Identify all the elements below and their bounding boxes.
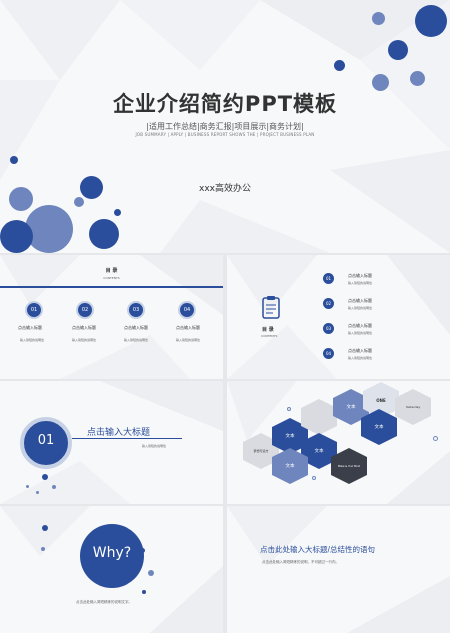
section-title[interactable]: 点击输入大标题 — [87, 428, 151, 438]
decor-circle — [372, 74, 389, 91]
hex-label: 文本 — [346, 405, 356, 410]
image-caption: Make & Your Mind — [337, 464, 361, 468]
why-circle — [80, 524, 144, 588]
toc-item-label[interactable]: 点击输入标题 — [176, 325, 200, 330]
toc-item-label[interactable]: 点击输入标题 — [18, 325, 42, 330]
why-text: Why? — [92, 545, 132, 561]
cover-slide[interactable]: 企业介绍简约PPT模板 |适用工作总结|商务汇报|项目展示|商务计划| JOB … — [0, 0, 450, 253]
cover-author: xxx高效办公 — [199, 184, 251, 194]
toc-title: 目 录 — [262, 327, 274, 333]
toc-item-desc: 输入简短的说明性 — [348, 306, 373, 310]
image-hex — [301, 399, 337, 435]
hexagon-slide[interactable]: 梦想与远方 文本 文本 ONE Yesterday 文本 文本 文本 Make … — [227, 381, 450, 504]
toc-item-number[interactable]: 04 — [323, 348, 334, 359]
summary-title[interactable]: 点击此处输入大标题/总结性的语句 — [260, 545, 376, 554]
section-underline — [72, 438, 182, 439]
background-polygons — [227, 381, 450, 504]
decor-circle — [26, 485, 29, 488]
text-hex[interactable]: 文本 — [361, 409, 397, 445]
toc-item-desc: 输入简短的说明性 — [348, 331, 373, 335]
background-polygons — [0, 506, 223, 633]
decor-circle — [20, 417, 72, 469]
toc-item-label[interactable]: 点击输入标题 — [348, 348, 372, 353]
image-hex: Make & Your Mind — [331, 448, 367, 484]
decor-circle — [42, 525, 48, 531]
decor-circle — [142, 590, 146, 594]
decor-circle — [89, 219, 119, 249]
background-polygons — [0, 255, 223, 379]
toc-slide[interactable]: 目 录 CONTENTS 01 02 03 04 点击输入标题 点击输入标题 点… — [0, 255, 223, 379]
why-slide[interactable]: Why? 点击此处输入简短精炼的说明文字。 — [0, 506, 223, 633]
decor-circle — [287, 407, 291, 411]
background-polygons — [227, 506, 450, 633]
decor-circle — [0, 220, 33, 253]
decor-circle — [10, 156, 18, 164]
image-hex: Yesterday — [395, 389, 431, 425]
decor-circle — [388, 40, 408, 60]
cover-subtitle: |适用工作总结|商务汇报|项目展示|商务计划| — [146, 122, 304, 131]
why-caption: 点击此处输入简短精炼的说明文字。 — [76, 600, 132, 604]
text-hex[interactable]: 文本 — [272, 448, 308, 484]
decor-circle — [25, 205, 73, 253]
toc-item-desc: 输入简短的说明性 — [348, 356, 373, 360]
hex-label: 文本 — [285, 464, 295, 469]
hex-label: 文本 — [285, 434, 295, 439]
image-caption: 梦想与远方 — [253, 449, 269, 453]
toc-title: 目 录 — [105, 268, 118, 274]
toc-item-desc: 输入简短的说明性 — [348, 281, 373, 285]
decor-circle — [9, 187, 33, 211]
decor-circle — [312, 476, 316, 480]
decor-circle — [410, 71, 425, 86]
decor-circle — [415, 5, 447, 37]
toc-title-en: CONTENTS — [103, 276, 120, 280]
toc-item-label[interactable]: 点击输入标题 — [348, 323, 372, 328]
toc-item-number[interactable]: 03 — [323, 323, 334, 334]
summary-desc: 点击此处输入简短精炼的说明，不可超过一行内。 — [262, 560, 339, 564]
cover-title: 企业介绍简约PPT模板 — [112, 92, 338, 116]
decor-circle — [42, 474, 48, 480]
toc-item-label[interactable]: 点击输入标题 — [124, 325, 148, 330]
clipboard-icon — [262, 296, 280, 319]
toc-item-label[interactable]: 点击输入标题 — [348, 298, 372, 303]
toc-item-label[interactable]: 点击输入标题 — [348, 273, 372, 278]
toc-item-desc: 输入简短的说明性 — [176, 338, 201, 342]
toc-title-en: CONTENTS — [261, 334, 278, 338]
decor-circle — [114, 209, 121, 216]
decor-circle — [148, 570, 154, 576]
toc-item-number[interactable]: 03 — [127, 301, 145, 319]
toc-item-label[interactable]: 点击输入标题 — [72, 325, 96, 330]
decor-circle — [52, 485, 56, 489]
hex-label: 文本 — [374, 425, 384, 430]
background-polygons — [0, 381, 223, 504]
toc-item-number[interactable]: 01 — [25, 301, 43, 319]
toc-item-desc: 输入简短的说明性 — [124, 338, 149, 342]
toc-item-number[interactable]: 02 — [323, 298, 334, 309]
decor-circle — [36, 491, 39, 494]
cover-subtitle-en: JOB SUMMARY | APPLY | BUSINESS REPORT SH… — [135, 132, 315, 137]
section-number: 01 — [37, 433, 55, 448]
section-desc: 输入简短的说明性 — [142, 444, 167, 448]
decor-circle — [41, 547, 45, 551]
section-slide[interactable]: 01 点击输入大标题 输入简短的说明性 — [0, 381, 223, 504]
image-caption: Yesterday — [405, 405, 421, 409]
decor-circle — [334, 60, 345, 71]
toc-vertical-slide[interactable]: 目 录 CONTENTS 01 02 03 04 点击输入标题 输入简短的说明性… — [227, 255, 450, 379]
toc-item-desc: 输入简短的说明性 — [20, 338, 45, 342]
toc-item-number[interactable]: 02 — [76, 301, 94, 319]
background-polygons — [0, 0, 450, 253]
decor-circle — [433, 436, 438, 441]
divider — [0, 286, 223, 288]
toc-item-number[interactable]: 01 — [323, 273, 334, 284]
summary-slide[interactable]: 点击此处输入大标题/总结性的语句 点击此处输入简短精炼的说明，不可超过一行内。 — [227, 506, 450, 633]
decor-circle — [372, 12, 385, 25]
hex-label: 文本 — [314, 449, 324, 454]
decor-circle — [80, 176, 103, 199]
background-polygons — [227, 255, 450, 379]
toc-item-number[interactable]: 04 — [178, 301, 196, 319]
toc-item-desc: 输入简短的说明性 — [72, 338, 97, 342]
decor-circle — [74, 197, 84, 207]
image-caption: ONE — [376, 397, 386, 403]
